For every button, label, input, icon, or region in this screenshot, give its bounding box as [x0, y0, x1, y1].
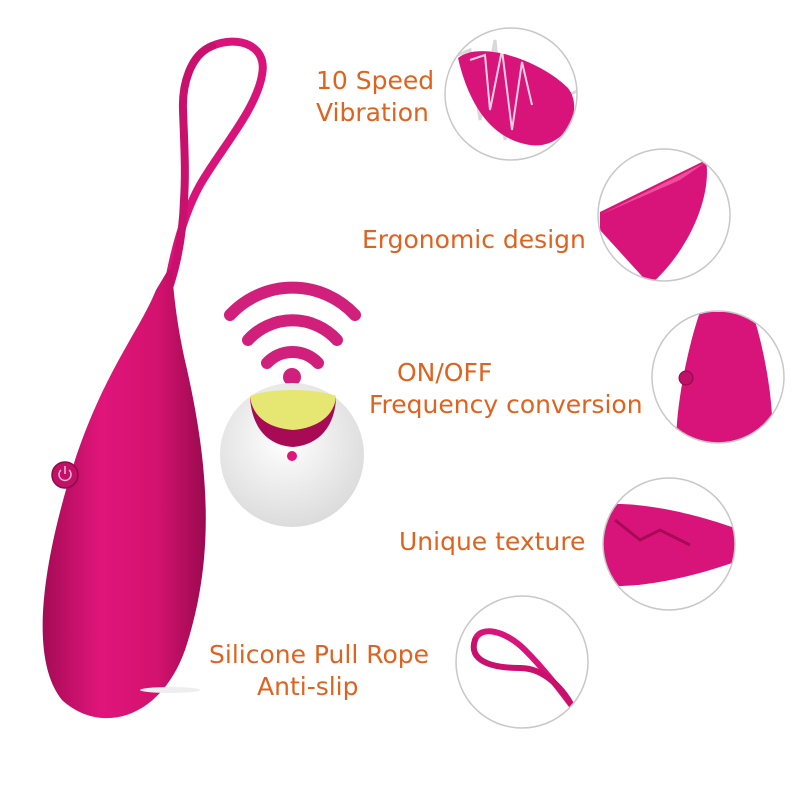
feature-label-line: Frequency conversion	[369, 390, 643, 419]
feature-label-line: Anti-slip	[257, 672, 359, 701]
feature-circle-onoff	[651, 310, 785, 444]
feature-circle-texture	[602, 477, 736, 611]
feature-label-line: Unique texture	[399, 527, 586, 556]
main-product-egg	[42, 37, 267, 719]
wireless-remote-icon	[220, 281, 364, 527]
feature-label-vibration: 10 Speed Vibration	[316, 65, 434, 129]
feature-label-onoff: ON/OFF Frequency conversion	[369, 357, 643, 421]
feature-label-ergonomic: Ergonomic design	[362, 224, 586, 256]
feature-label-line: 10 Speed	[316, 66, 435, 95]
feature-label-rope: Silicone Pull Rope Anti-slip	[209, 639, 429, 703]
feature-label-line: Silicone Pull Rope	[209, 640, 430, 669]
feature-circle-rope	[455, 595, 589, 729]
feature-circle-ergonomic	[597, 148, 731, 282]
feature-label-line: Ergonomic design	[362, 225, 586, 254]
feature-label-line: Vibration	[316, 98, 429, 127]
feature-label-texture: Unique texture	[399, 526, 585, 558]
feature-label-line: ON/OFF	[397, 358, 493, 387]
feature-circle-vibration	[444, 27, 578, 161]
